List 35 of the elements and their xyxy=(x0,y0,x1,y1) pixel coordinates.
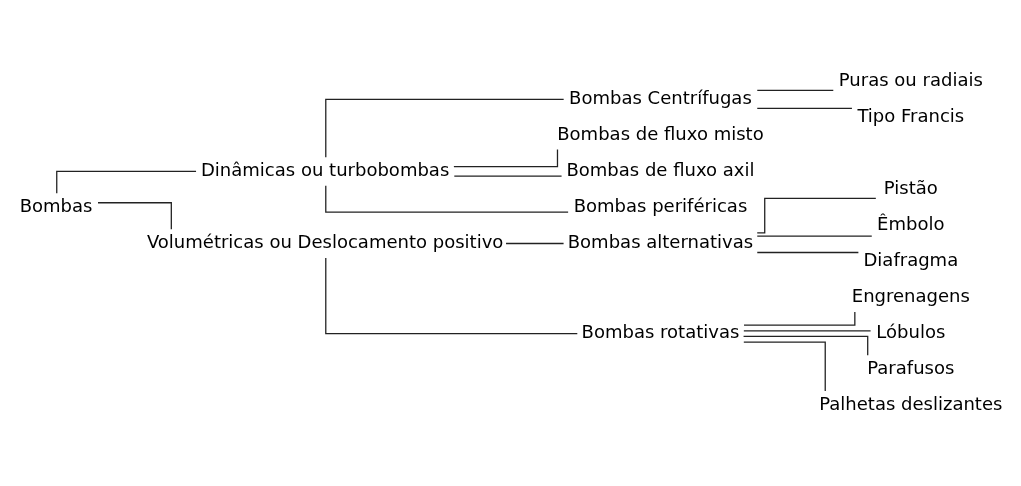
node-text: Bombas alternativas xyxy=(567,230,754,252)
connector xyxy=(325,184,569,213)
connector xyxy=(743,310,856,326)
connector xyxy=(325,98,565,158)
node-text: Parafusos xyxy=(867,356,955,378)
connector xyxy=(756,197,877,233)
connector xyxy=(97,201,172,230)
connector xyxy=(56,170,197,194)
node-text: Tipo Francis xyxy=(857,104,965,126)
connector xyxy=(742,335,869,356)
connector xyxy=(325,256,578,334)
node-text: Engrenagens xyxy=(851,284,970,306)
node-text: Bombas Centrífugas xyxy=(569,86,752,108)
connector xyxy=(756,89,834,91)
node-text: Puras ou radiais xyxy=(838,68,983,90)
connector xyxy=(453,175,563,177)
node-text: Dinâmicas ou turbobombas xyxy=(200,158,450,180)
connector xyxy=(505,242,565,244)
connector xyxy=(743,329,872,331)
node-text: Bombas xyxy=(19,194,93,216)
node-text: Bombas periféricas xyxy=(573,194,748,216)
node-text: Bombas rotativas xyxy=(581,320,740,342)
node-text: Diafragma xyxy=(863,248,959,270)
node-text: Palhetas deslizantes xyxy=(819,392,1003,414)
connector xyxy=(756,235,873,237)
node-text: Bombas de fluxo axil xyxy=(566,158,755,180)
connector xyxy=(756,251,859,253)
connector xyxy=(743,340,826,392)
node-text: Êmbolo xyxy=(877,212,945,234)
connector xyxy=(453,148,559,167)
node-text: Bombas de fluxo misto xyxy=(557,122,764,144)
node-text: Lóbulos xyxy=(876,320,946,342)
node-text: Volumétricas ou Deslocamento positivo xyxy=(146,230,504,252)
connector xyxy=(756,107,853,109)
node-text: Pistão xyxy=(883,176,938,198)
